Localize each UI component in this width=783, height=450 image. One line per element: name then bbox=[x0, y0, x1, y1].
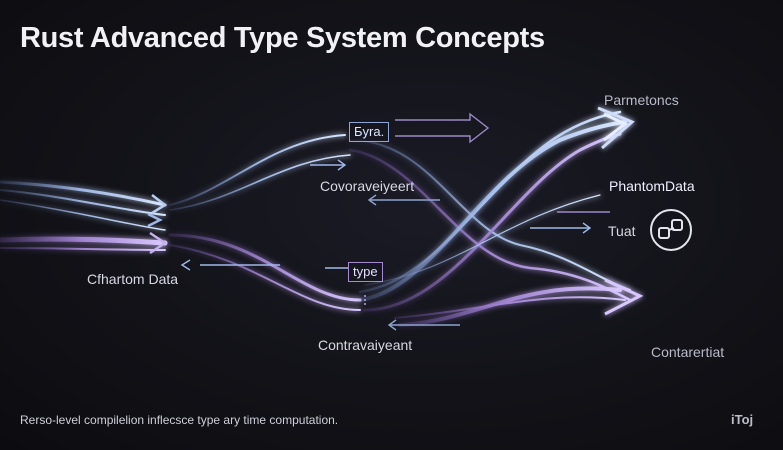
weave-streams bbox=[168, 110, 632, 327]
label-contravariant: Contravaiyeant bbox=[318, 337, 413, 353]
label-contarertiat: Contarertiat bbox=[651, 344, 725, 360]
swap-icon bbox=[650, 209, 692, 251]
label-parametonics: Parmetoncs bbox=[604, 92, 679, 108]
label-phantomdata-left: Cfhartom Data bbox=[87, 271, 179, 287]
brand-logo: iToj bbox=[731, 412, 754, 427]
type-box: type bbox=[348, 262, 383, 282]
label-phantomdata-right: PhantomData bbox=[609, 178, 695, 194]
page-title: Rust Advanced Type System Concepts bbox=[20, 22, 545, 54]
caption: Rerso-level compilelion inflecsce type a… bbox=[20, 413, 339, 427]
connector-arrows bbox=[180, 112, 610, 331]
right-arrowheads bbox=[597, 106, 644, 316]
left-streams bbox=[0, 180, 168, 251]
left-arrowheads bbox=[147, 194, 168, 255]
label-covariant: Covoraveiyeert bbox=[320, 178, 415, 194]
label-tuat: Tuat bbox=[608, 223, 636, 239]
type-box-top: Бyra. bbox=[349, 122, 390, 142]
